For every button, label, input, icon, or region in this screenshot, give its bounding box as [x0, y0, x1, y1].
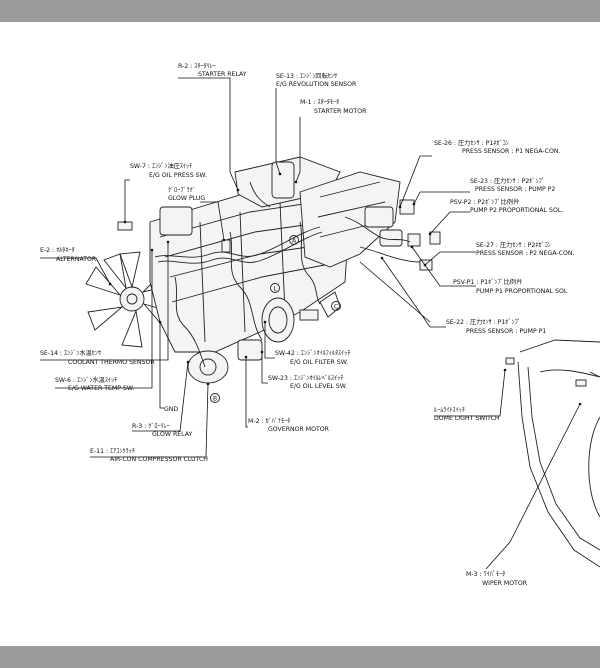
svg-text:M-2 : ｶﾞﾊﾞﾅﾓｰﾀ: M-2 : ｶﾞﾊﾞﾅﾓｰﾀ	[248, 418, 290, 425]
svg-text:PUMP P1 PROPORTIONAL SOL: PUMP P1 PROPORTIONAL SOL	[476, 288, 568, 295]
label-p1-nega-con: SE-26 : 圧力ｾﾝｻ : P1ﾈｶﾞｺﾝ PRESS SENSOR : P…	[434, 139, 560, 155]
svg-text:WIPER MOTOR: WIPER MOTOR	[482, 580, 528, 587]
svg-text:DOME LIGHT SWITCH: DOME LIGHT SWITCH	[434, 415, 500, 422]
wiring-diagram-sheet: A B C L R-2 : ｽﾀｰﾀﾘﾚｰ STARTER RELAY SE-1…	[0, 22, 600, 646]
svg-text:M-3 : ﾜｲﾊﾟﾓｰﾀ: M-3 : ﾜｲﾊﾟﾓｰﾀ	[466, 571, 505, 578]
svg-text:AIR-CON COMPRESSOR CLUTCH: AIR-CON COMPRESSOR CLUTCH	[110, 456, 208, 463]
svg-text:PRESS SENSOR : P2 NEGA-CON.: PRESS SENSOR : P2 NEGA-CON.	[476, 250, 574, 257]
svg-text:E-11 : ｴｱｺﾝｸﾗｯﾁ: E-11 : ｴｱｺﾝｸﾗｯﾁ	[90, 448, 135, 455]
svg-text:STARTER RELAY: STARTER RELAY	[198, 71, 247, 78]
label-starter-relay: R-2 : ｽﾀｰﾀﾘﾚｰ STARTER RELAY	[178, 63, 247, 78]
top-gray-bar	[0, 0, 600, 22]
svg-text:GLOW RELAY: GLOW RELAY	[152, 431, 193, 438]
label-aircon-compressor-clutch: E-11 : ｴｱｺﾝｸﾗｯﾁ AIR-CON COMPRESSOR CLUTC…	[90, 448, 208, 463]
svg-text:SE-22 : 圧力ｾﾝｻ : P1ﾎﾟﾝﾌﾟ: SE-22 : 圧力ｾﾝｻ : P1ﾎﾟﾝﾌﾟ	[446, 318, 521, 326]
svg-text:ｸﾞﾛｰﾌﾟﾗｸﾞ: ｸﾞﾛｰﾌﾟﾗｸﾞ	[168, 187, 196, 194]
svg-text:E/G REVOLUTION SENSOR: E/G REVOLUTION SENSOR	[276, 81, 357, 88]
svg-text:PSV-P2 : P2ﾎﾟﾝﾌﾟ比例弁: PSV-P2 : P2ﾎﾟﾝﾌﾟ比例弁	[450, 198, 519, 206]
svg-text:PRESS SENSOR : PUMP P1: PRESS SENSOR : PUMP P1	[466, 328, 546, 335]
svg-text:ﾙｰﾑﾗｲﾄｽｲｯﾁ: ﾙｰﾑﾗｲﾄｽｲｯﾁ	[434, 407, 465, 414]
svg-text:E/G OIL PRESS SW.: E/G OIL PRESS SW.	[149, 172, 207, 179]
label-eg-oil-filter-sw: SW-42 : ｴﾝｼﾞﾝｵｲﾙﾌｨﾙﾀｽｲｯﾁ E/G OIL FILTER …	[275, 350, 350, 366]
svg-text:SW-7 : ｴﾝｼﾞﾝ油圧ｽｲｯﾁ: SW-7 : ｴﾝｼﾞﾝ油圧ｽｲｯﾁ	[130, 162, 192, 170]
svg-text:SW-42 : ｴﾝｼﾞﾝｵｲﾙﾌｨﾙﾀｽｲｯﾁ: SW-42 : ｴﾝｼﾞﾝｵｲﾙﾌｨﾙﾀｽｲｯﾁ	[275, 350, 350, 357]
label-eg-oil-level-sw: SW-23 : ｴﾝｼﾞﾝｵｲﾙﾚﾍﾞﾙｽｲｯﾁ E/G OIL LEVEL S…	[268, 375, 347, 390]
svg-text:M-1 : ｽﾀｰﾀﾓｰﾀ: M-1 : ｽﾀｰﾀﾓｰﾀ	[300, 99, 339, 106]
engine-parts-lower	[117, 221, 341, 384]
svg-text:SE-23 : 圧力ｾﾝｻ : P2ﾎﾟﾝﾌﾟ: SE-23 : 圧力ｾﾝｻ : P2ﾎﾟﾝﾌﾟ	[470, 177, 545, 185]
svg-text:E-2 : ｵﾙﾀﾈｰﾀ: E-2 : ｵﾙﾀﾈｰﾀ	[40, 247, 75, 254]
engine-illustration	[85, 156, 441, 384]
label-p2-nega-con: SE-27 : 圧力ｾﾝｻ : P2ﾈｶﾞｺﾝ PRESS SENSOR : P…	[476, 241, 574, 257]
label-dome-light-switch: ﾙｰﾑﾗｲﾄｽｲｯﾁ DOME LIGHT SWITCH	[434, 407, 500, 422]
svg-text:COOLANT THERMO SENSOR: COOLANT THERMO SENSOR	[68, 359, 155, 366]
svg-text:PSV-P1 : P1ﾎﾟﾝﾌﾟ比例弁: PSV-P1 : P1ﾎﾟﾝﾌﾟ比例弁	[453, 278, 522, 286]
svg-text:PUMP P2 PROPORTIONAL SOL.: PUMP P2 PROPORTIONAL SOL.	[470, 207, 563, 214]
svg-text:SW-6 : ｴﾝｼﾞﾝ水温ｽｲｯﾁ: SW-6 : ｴﾝｼﾞﾝ水温ｽｲｯﾁ	[55, 376, 117, 384]
svg-text:PRESS SENSOR : P1 NEGA-CON.: PRESS SENSOR : P1 NEGA-CON.	[462, 148, 560, 155]
svg-text:GOVERNOR MOTOR: GOVERNOR MOTOR	[268, 426, 330, 433]
label-glow-relay: R-3 : ｸﾞﾛｰﾘﾚｰ GLOW RELAY	[132, 423, 193, 438]
label-glow-plug: ｸﾞﾛｰﾌﾟﾗｸﾞ GLOW PLUG	[168, 187, 205, 202]
label-press-sensor-pump-p2: SE-23 : 圧力ｾﾝｻ : P2ﾎﾟﾝﾌﾟ PRESS SENSOR : P…	[470, 177, 555, 193]
svg-text:SE-14 : ｴﾝｼﾞﾝ水温ｾﾝｻ: SE-14 : ｴﾝｼﾞﾝ水温ｾﾝｻ	[40, 349, 101, 357]
svg-text:SE-26 : 圧力ｾﾝｻ : P1ﾈｶﾞｺﾝ: SE-26 : 圧力ｾﾝｻ : P1ﾈｶﾞｺﾝ	[434, 139, 509, 147]
label-wiper-motor: M-3 : ﾜｲﾊﾟﾓｰﾀ WIPER MOTOR	[466, 571, 528, 587]
svg-text:R-3 : ｸﾞﾛｰﾘﾚｰ: R-3 : ｸﾞﾛｰﾘﾚｰ	[132, 423, 170, 430]
label-alternator: E-2 : ｵﾙﾀﾈｰﾀ ALTERNATOR	[40, 247, 97, 263]
marker-a: A	[292, 237, 297, 244]
svg-text:GLOW PLUG: GLOW PLUG	[168, 195, 205, 202]
label-gnd: GND	[164, 406, 178, 413]
circled-markers: A B C L	[210, 235, 341, 403]
marker-c: C	[334, 303, 338, 310]
label-eg-revolution-sensor: SE-13 : ｴﾝｼﾞﾝ回転ｾﾝｻ E/G REVOLUTION SENSOR	[276, 72, 357, 88]
svg-text:E/G OIL FILTER SW.: E/G OIL FILTER SW.	[290, 359, 348, 366]
label-press-sensor-pump-p1: SE-22 : 圧力ｾﾝｻ : P1ﾎﾟﾝﾌﾟ PRESS SENSOR : P…	[446, 318, 546, 335]
label-pump-p2-proportional: PSV-P2 : P2ﾎﾟﾝﾌﾟ比例弁 PUMP P2 PROPORTIONAL…	[450, 198, 563, 214]
hydraulic-pump	[299, 171, 441, 271]
svg-text:SE-27 : 圧力ｾﾝｻ : P2ﾈｶﾞｺﾝ: SE-27 : 圧力ｾﾝｻ : P2ﾈｶﾞｺﾝ	[476, 241, 551, 249]
label-coolant-thermo-sensor: SE-14 : ｴﾝｼﾞﾝ水温ｾﾝｻ COOLANT THERMO SENSOR	[40, 349, 155, 366]
marker-b: B	[213, 395, 217, 402]
svg-text:GND: GND	[164, 406, 178, 413]
marker-l: L	[273, 285, 277, 292]
svg-text:E/G OIL LEVEL SW.: E/G OIL LEVEL SW.	[290, 383, 347, 390]
label-starter-motor: M-1 : ｽﾀｰﾀﾓｰﾀ STARTER MOTOR	[300, 99, 367, 115]
svg-text:SE-13 : ｴﾝｼﾞﾝ回転ｾﾝｻ: SE-13 : ｴﾝｼﾞﾝ回転ｾﾝｻ	[276, 72, 337, 80]
svg-text:PRESS SENSOR : PUMP P2: PRESS SENSOR : PUMP P2	[475, 186, 555, 193]
svg-text:E/G WATER TEMP SW.: E/G WATER TEMP SW.	[68, 385, 134, 392]
svg-text:R-2 : ｽﾀｰﾀﾘﾚｰ: R-2 : ｽﾀｰﾀﾘﾚｰ	[178, 63, 216, 70]
label-eg-water-temp-sw: SW-6 : ｴﾝｼﾞﾝ水温ｽｲｯﾁ E/G WATER TEMP SW.	[55, 376, 134, 392]
leader-lines	[40, 77, 582, 570]
svg-text:ALTERNATOR: ALTERNATOR	[56, 256, 97, 263]
label-governor-motor: M-2 : ｶﾞﾊﾞﾅﾓｰﾀ GOVERNOR MOTOR	[248, 418, 330, 433]
svg-text:SW-23 : ｴﾝｼﾞﾝｵｲﾙﾚﾍﾞﾙｽｲｯﾁ: SW-23 : ｴﾝｼﾞﾝｵｲﾙﾚﾍﾞﾙｽｲｯﾁ	[268, 375, 343, 382]
svg-text:STARTER MOTOR: STARTER MOTOR	[314, 108, 367, 115]
bottom-gray-bar	[0, 646, 600, 668]
component-labels: R-2 : ｽﾀｰﾀﾘﾚｰ STARTER RELAY SE-13 : ｴﾝｼﾞ…	[40, 63, 574, 587]
label-pump-p1-proportional: PSV-P1 : P1ﾎﾟﾝﾌﾟ比例弁 PUMP P1 PROPORTIONAL…	[453, 278, 568, 295]
cab-panel	[505, 339, 600, 568]
label-eg-oil-press-sw: SW-7 : ｴﾝｼﾞﾝ油圧ｽｲｯﾁ E/G OIL PRESS SW.	[130, 162, 207, 179]
wiring-diagram: A B C L R-2 : ｽﾀｰﾀﾘﾚｰ STARTER RELAY SE-1…	[40, 63, 600, 587]
